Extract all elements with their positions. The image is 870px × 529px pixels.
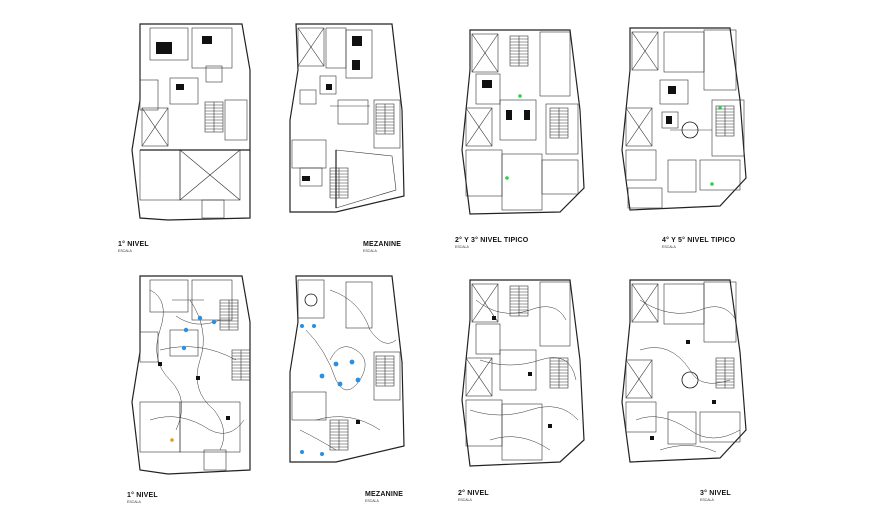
floor-plan-6: MEZANINE ESCALA [289,275,405,503]
plan-sublabel-2: ESCALA [363,249,377,253]
plan-label-2: MEZANINE [363,241,401,248]
plan-sublabel-8: ESCALA [700,498,714,502]
plan-sublabel-1: ESCALA [118,249,132,253]
floor-plan-1: 1° NIVEL ESCALA [118,23,251,253]
floor-plan-7: 2° NIVEL ESCALA [458,279,585,502]
plan-sublabel-3: ESCALA [455,245,469,249]
floor-plan-5: 1° NIVEL ESCALA [127,275,251,504]
floor-plan-3: 2° Y 3° NIVEL TIPICO ESCALA [455,29,585,249]
plan-sublabel-6: ESCALA [365,499,379,503]
plan-label-6: MEZANINE [365,491,403,498]
plan-sublabel-7: ESCALA [458,498,472,502]
floor-plan-4: 4° Y 5° NIVEL TIPICO ESCALA [621,27,747,249]
plan-label-5: 1° NIVEL [127,491,158,499]
plan-sublabel-5: ESCALA [127,500,141,504]
floor-plan-8: 3° NIVEL ESCALA [621,279,747,502]
plan-label-7: 2° NIVEL [458,489,489,497]
plan-label-8: 3° NIVEL [700,489,731,497]
plan-sublabel-4: ESCALA [662,245,676,249]
plan-label-4: 4° Y 5° NIVEL TIPICO [662,236,736,244]
floor-plan-2: MEZANINE ESCALA [289,23,405,253]
plan-label-3: 2° Y 3° NIVEL TIPICO [455,236,529,244]
plan-label-1: 1° NIVEL [118,240,149,248]
